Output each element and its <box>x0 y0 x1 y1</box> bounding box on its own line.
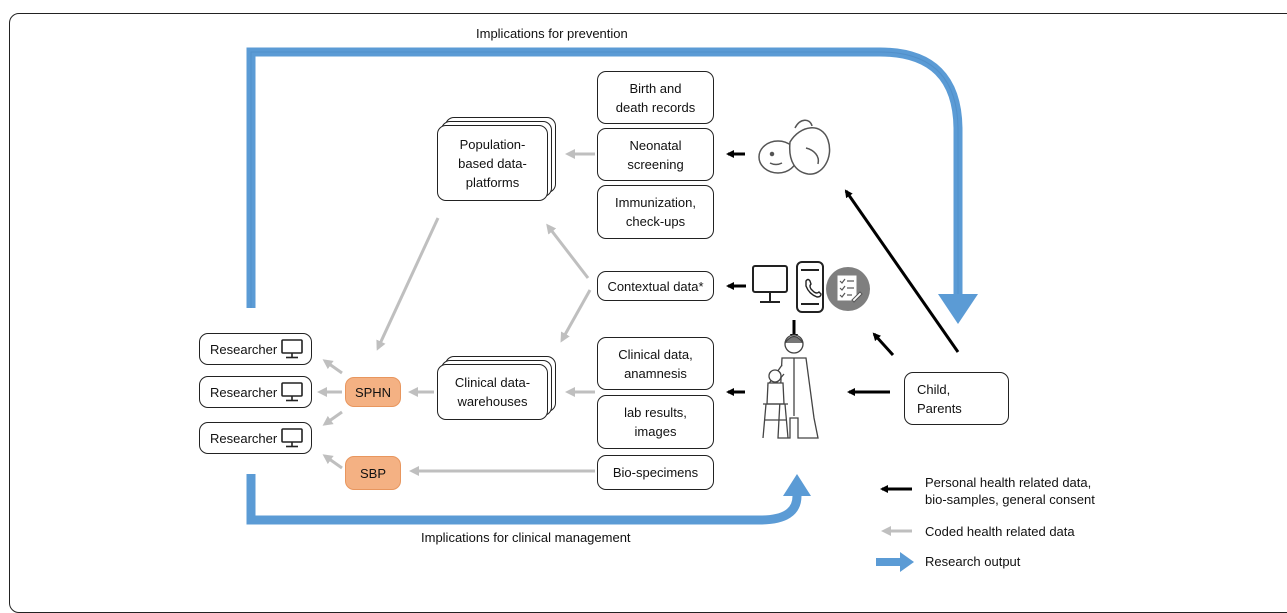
sphn-label: SPHN <box>354 384 392 400</box>
researcher-monitor-icon <box>281 339 304 359</box>
researcher-box: Researcher <box>199 376 312 408</box>
sphn-box: SPHN <box>345 377 401 407</box>
lab-results-label: lab results, images <box>624 405 687 439</box>
clinical-data-label: Clinical data, anamnesis <box>618 346 693 381</box>
clinical-data-box: Clinical data, anamnesis <box>597 337 714 390</box>
sbp-label: SBP <box>359 465 386 481</box>
population-data-platforms-label: Population- based data- platforms <box>458 136 527 190</box>
coded-data-arrows <box>317 149 595 476</box>
child-parents-box: Child, Parents <box>904 372 1009 425</box>
birth-death-records-box: Birth and death records <box>597 71 714 124</box>
smartphone-icon <box>796 261 824 313</box>
population-data-platforms-box: Population- based data- platforms <box>437 125 548 201</box>
researcher-label: Researcher <box>210 430 278 446</box>
researcher-label: Researcher <box>210 384 278 400</box>
clinical-management-feedback-arrow <box>246 474 811 525</box>
contextual-data-label: Contextual data* <box>607 278 704 294</box>
prevention-feedback-arrow <box>246 47 978 324</box>
child-parents-label: Child, Parents <box>917 381 962 416</box>
bio-specimens-label: Bio-specimens <box>612 465 699 480</box>
researcher-label: Researcher <box>210 341 278 357</box>
researcher-monitor-icon <box>281 382 304 402</box>
researcher-monitor-icon <box>281 428 304 448</box>
immunization-label: Immunization, check-ups <box>615 195 696 229</box>
immunization-box: Immunization, check-ups <box>597 185 714 239</box>
researcher-box: Researcher <box>199 333 312 365</box>
contextual-data-box: Contextual data* <box>597 271 714 301</box>
clinical-data-warehouses-label: Clinical data- warehouses <box>454 375 531 409</box>
clinical-management-caption: Implications for clinical management <box>421 530 631 545</box>
prevention-caption: Implications for prevention <box>476 26 628 41</box>
checklist-document-icon <box>826 267 870 311</box>
bio-specimens-box: Bio-specimens <box>597 455 714 490</box>
birth-death-records-label: Birth and death records <box>615 80 696 115</box>
legend-coded-label: Coded health related data <box>925 524 1075 539</box>
newborn-icon <box>758 119 831 175</box>
researcher-box: Researcher <box>199 422 312 454</box>
doctor-examining-child-icon <box>762 334 819 439</box>
neonatal-screening-label: Neonatal screening <box>627 137 684 172</box>
legend-research-label: Research output <box>925 554 1021 569</box>
lab-results-box: lab results, images <box>597 395 714 449</box>
computer-monitor-icon <box>752 265 788 303</box>
legend-research-arrow <box>876 552 914 572</box>
sbp-box: SBP <box>345 456 401 490</box>
legend-personal-label: Personal health related data, bio-sample… <box>925 475 1095 507</box>
neonatal-screening-box: Neonatal screening <box>597 128 714 181</box>
clinical-data-warehouses-box: Clinical data- warehouses <box>437 364 548 420</box>
diagram-canvas <box>246 47 1003 572</box>
